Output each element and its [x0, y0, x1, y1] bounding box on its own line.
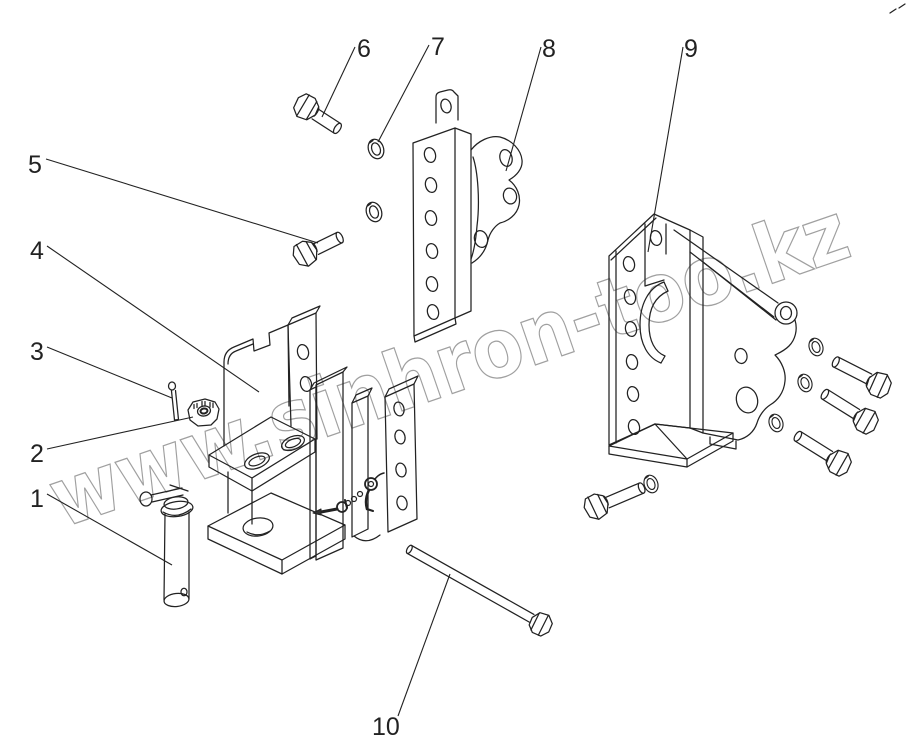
part-label-9: 9 — [684, 35, 698, 63]
part-7-washers — [362, 136, 388, 225]
part-10-long-bolt — [405, 544, 553, 637]
leader-line-5 — [45, 158, 319, 244]
leader-line-1 — [46, 493, 173, 566]
part-6-bolt — [288, 89, 348, 141]
part-label-1: 1 — [30, 485, 44, 513]
callouts: 1 2 3 4 5 6 7 8 9 10 — [28, 33, 698, 741]
part-9-fasteners — [580, 335, 896, 524]
leader-line-4 — [46, 245, 260, 393]
leader-line-2 — [46, 416, 194, 450]
leader-line-7 — [377, 44, 430, 143]
part-4-hitch-assembly — [207, 305, 419, 575]
leader-line-6 — [321, 46, 356, 118]
part-8-bracket-plate — [412, 89, 523, 343]
leader-line-10 — [397, 573, 451, 717]
part-2-castle-nut — [187, 398, 220, 427]
part-label-4: 4 — [30, 237, 44, 265]
part-label-8: 8 — [542, 35, 556, 63]
part-3-cotter-pin — [167, 381, 180, 421]
part-label-2: 2 — [30, 440, 44, 468]
part-label-7: 7 — [431, 33, 445, 61]
part-label-3: 3 — [30, 338, 44, 366]
part-1-clevis-pin — [139, 484, 194, 608]
leader-line-3 — [46, 346, 173, 399]
part-9-bracket-assembly — [608, 213, 798, 468]
leader-line-8 — [505, 46, 542, 172]
part-label-10: 10 — [372, 713, 400, 741]
part-label-6: 6 — [357, 35, 371, 63]
corner-mark — [889, 3, 906, 14]
leader-line-9 — [647, 46, 684, 253]
chain-linch-pins — [312, 472, 385, 516]
part-5-bolt — [288, 224, 349, 271]
part-label-5: 5 — [28, 151, 42, 179]
